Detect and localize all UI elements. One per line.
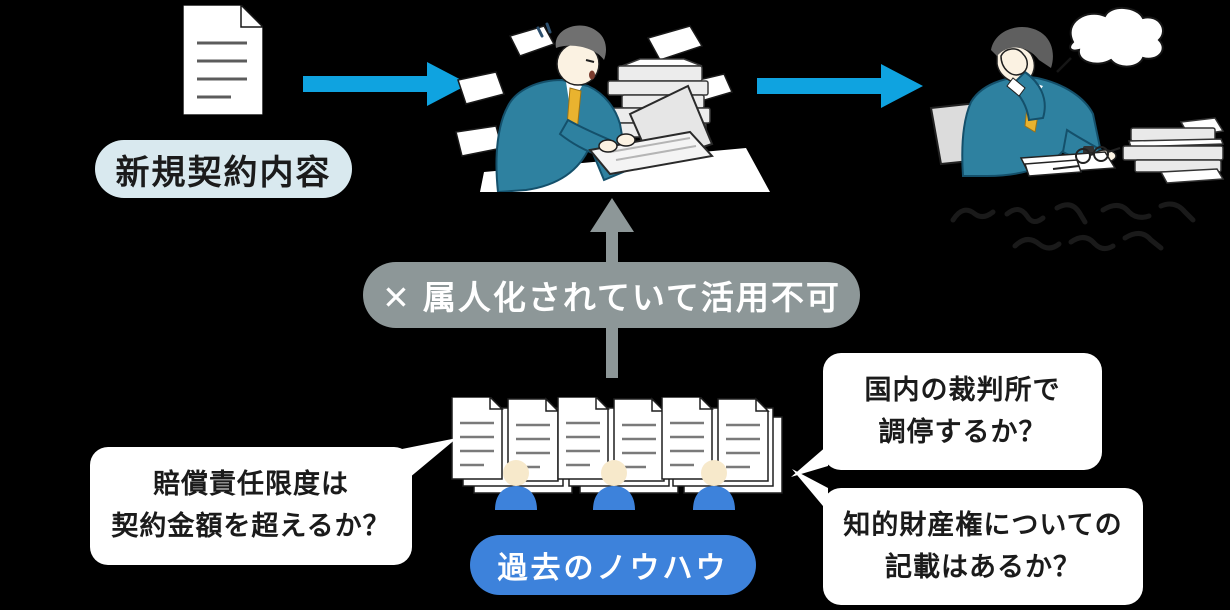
worker-typing <box>495 22 630 192</box>
speech-bubble-left-line1: 賠償責任限度は <box>153 469 349 500</box>
new-contract-label-text: 新規契約内容 <box>115 153 332 192</box>
speech-bubble-left-line2: 契約金額を超えるか？ <box>111 511 391 541</box>
document-icon <box>183 5 263 115</box>
speech-bubble-tail <box>791 445 828 477</box>
speech-bubble-left: 賠償責任限度は 契約金額を超えるか？ <box>90 447 412 565</box>
overworked-worker-illustration <box>455 22 770 192</box>
document-stack-group <box>451 397 573 494</box>
right-arrow-icon <box>757 64 923 108</box>
speech-bubble-tail <box>397 438 457 478</box>
book-stack-icon <box>1122 117 1225 184</box>
person-icon <box>693 460 735 510</box>
blocker-banner: ✕ 属人化されていて活用不可 <box>363 262 860 328</box>
speech-bubble-bottom-right: 知的財産権についての 記載はあるか？ <box>823 488 1143 605</box>
right-arrow-icon <box>303 62 469 106</box>
typing-hands <box>598 133 636 153</box>
laptop-icon <box>588 84 714 176</box>
document-stack-group <box>661 397 783 494</box>
sigh-cloud-icon <box>1056 7 1164 73</box>
person-icon <box>495 460 537 510</box>
speech-bubble-bottom-right-line2: 記載はあるか？ <box>885 551 1081 582</box>
speech-bubble-bottom-right-line1: 知的財産権についての <box>843 509 1123 540</box>
speech-bubble-top-right-line1: 国内の裁判所で <box>864 374 1061 405</box>
pen-icon <box>1052 165 1080 170</box>
knowhow-label: 過去のノウハウ <box>470 535 756 595</box>
blocker-banner-text: ✕ 属人化されていて活用不可 <box>382 279 841 316</box>
exhausted-worker-illustration <box>929 7 1225 184</box>
person-icon <box>593 460 635 510</box>
new-contract-label: 新規契約内容 <box>95 140 352 198</box>
speech-bubble-top-right: 国内の裁判所で 調停するか？ <box>823 353 1102 470</box>
knowhow-label-text: 過去のノウハウ <box>497 552 729 585</box>
glasses-icon <box>1075 146 1121 164</box>
illegible-scribble <box>950 201 1196 252</box>
speech-bubble-tail <box>792 469 828 512</box>
speech-bubble-top-right-line2: 調停するか？ <box>878 416 1047 447</box>
